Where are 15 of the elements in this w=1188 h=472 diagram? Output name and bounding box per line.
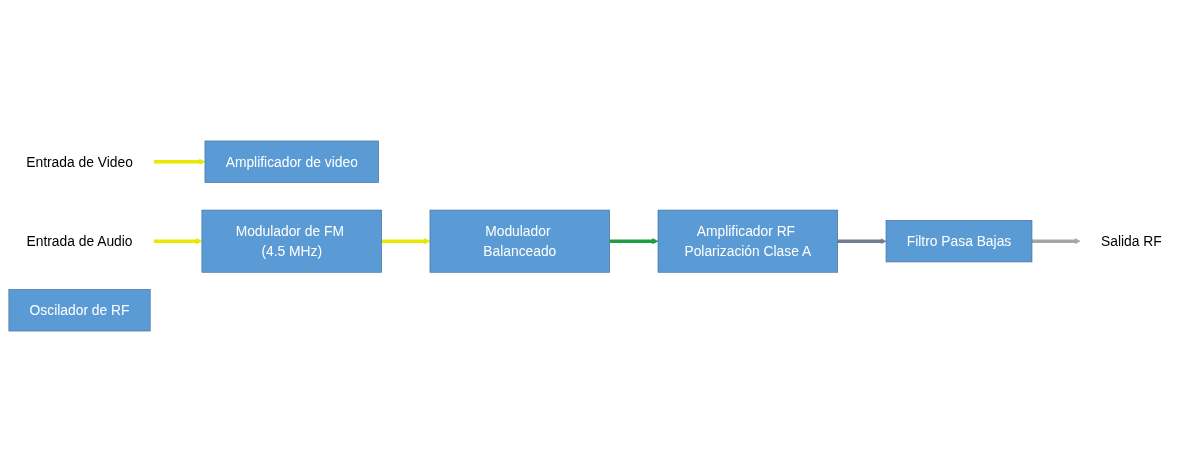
node-box: Modulador de FM (4.5 MHz) (201, 209, 382, 273)
arrow (837, 238, 887, 245)
arrow (381, 238, 431, 245)
node-text: Entrada de Audio (26, 233, 133, 249)
arrow (609, 238, 659, 245)
arrow (153, 158, 206, 165)
node-text: Salida RF (1101, 233, 1162, 249)
arrow (1031, 238, 1081, 245)
node-box: Filtro Pasa Bajas (885, 220, 1033, 263)
node-box: Modulador Balanceado (429, 209, 610, 273)
node-box: Amplificador RF Polarización Clase A (657, 209, 838, 273)
node-box: Oscilador de RF (8, 289, 151, 332)
arrow (153, 238, 203, 245)
node-text: Entrada de Video (26, 154, 133, 170)
node-box: Amplificador de video (204, 140, 379, 183)
